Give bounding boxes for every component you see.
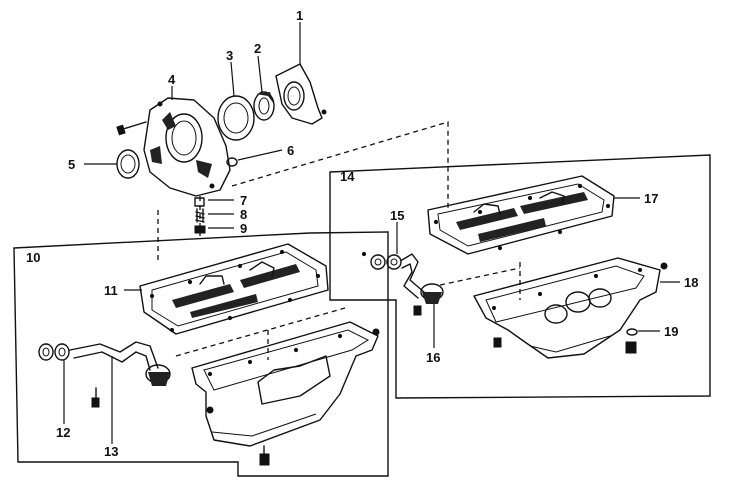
part-1-pump-cover [275, 63, 327, 125]
callout-16: 16 [426, 350, 440, 365]
part-3-driven-rotor [217, 95, 255, 141]
part-6-o-ring [226, 157, 238, 167]
part-11-oil-pan-upper [139, 243, 329, 335]
part-15-16-strainer [361, 251, 444, 316]
leader-lines [63, 22, 680, 444]
part-2-drive-rotor [253, 91, 275, 121]
part-5-oil-seal [116, 149, 140, 179]
part-7-9-relief-valve [194, 197, 206, 234]
callout-17: 17 [644, 191, 658, 206]
callout-19: 19 [664, 324, 678, 339]
callout-2: 2 [254, 41, 261, 56]
part-18-oil-pan-lower [473, 257, 668, 359]
callout-18: 18 [684, 275, 698, 290]
callout-3: 3 [226, 48, 233, 63]
callout-15: 15 [390, 208, 404, 223]
callout-labels: 1 2 3 4 5 6 7 8 9 10 11 12 13 14 15 16 1… [26, 8, 698, 459]
part-4-pump-body [116, 97, 231, 197]
callout-10: 10 [26, 250, 40, 265]
oil-pan-lower-left [191, 321, 380, 466]
callout-4: 4 [168, 72, 176, 87]
panel-10-outline [13, 231, 389, 477]
callout-8: 8 [240, 207, 247, 222]
alignment-dashes [157, 121, 521, 360]
callout-9: 9 [240, 221, 247, 236]
part-19-drain-plug [625, 328, 638, 354]
callout-14: 14 [340, 169, 355, 184]
callout-12: 12 [56, 425, 70, 440]
part-12-13-strainer [38, 341, 171, 408]
callout-11: 11 [104, 283, 118, 298]
panel-14-outline [329, 154, 711, 399]
callout-7: 7 [240, 193, 247, 208]
callout-5: 5 [68, 157, 75, 172]
callout-6: 6 [287, 143, 294, 158]
callout-1: 1 [296, 8, 303, 23]
callout-13: 13 [104, 444, 118, 459]
part-17-oil-pan-upper [427, 175, 615, 255]
